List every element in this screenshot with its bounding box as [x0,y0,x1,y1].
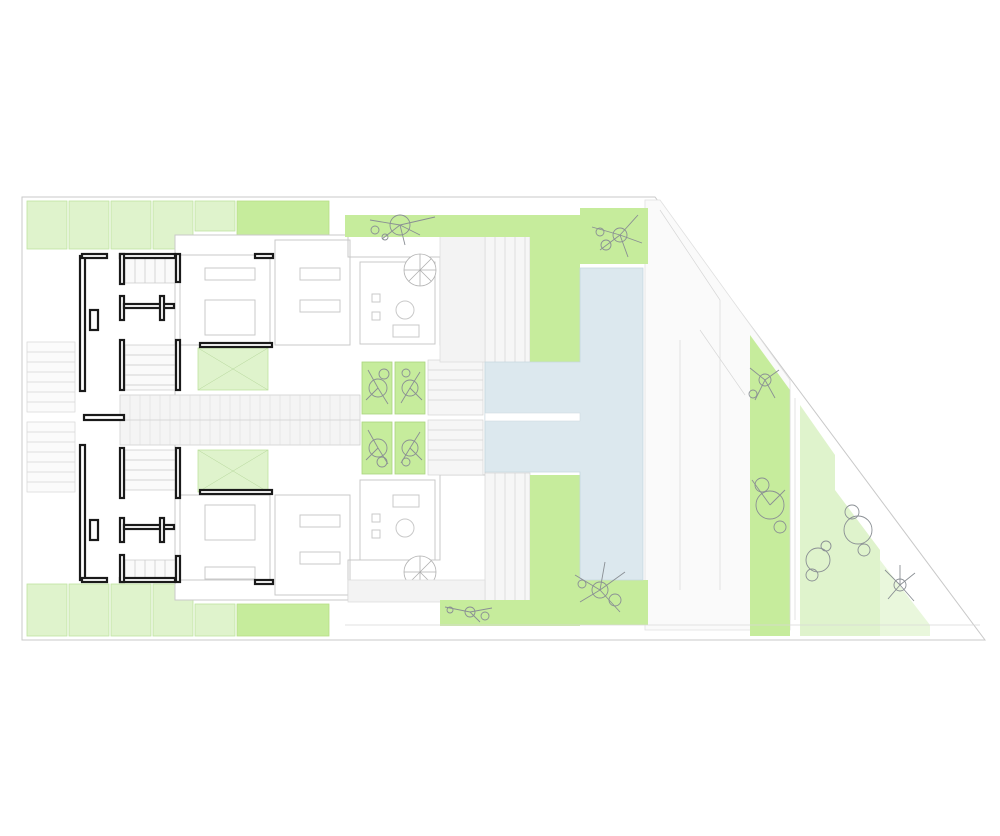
courtyards [197,347,269,493]
tree-strip-5 [884,565,916,602]
tree-top-left [369,214,436,246]
tree-bottom-left [444,606,493,623]
tree-strip-1 [748,367,780,401]
stair-cores [124,257,176,583]
pool-steps [427,235,531,604]
lower-terrace [347,579,486,603]
tree-strip-2 [751,477,787,534]
tree-bottom-mid [574,561,626,613]
tree-strip-3 [805,540,832,582]
lawns [345,208,930,636]
trees [365,214,916,623]
upper-terrace [439,233,486,363]
left-steps [26,341,76,493]
tree-planter-1 [365,368,390,405]
pool [484,267,644,581]
tree-planter-3 [365,429,389,468]
tree-planter-2 [400,368,423,404]
tree-top-right [591,214,643,258]
top-terrace-gardens [26,200,330,250]
pool-divider [484,412,581,422]
tree-strip-4 [843,504,873,557]
tree-planter-4 [400,431,423,467]
parking-strips [345,209,980,626]
structural-walls [78,252,275,586]
interior-rooms [179,239,436,596]
central-corridor [119,394,361,446]
